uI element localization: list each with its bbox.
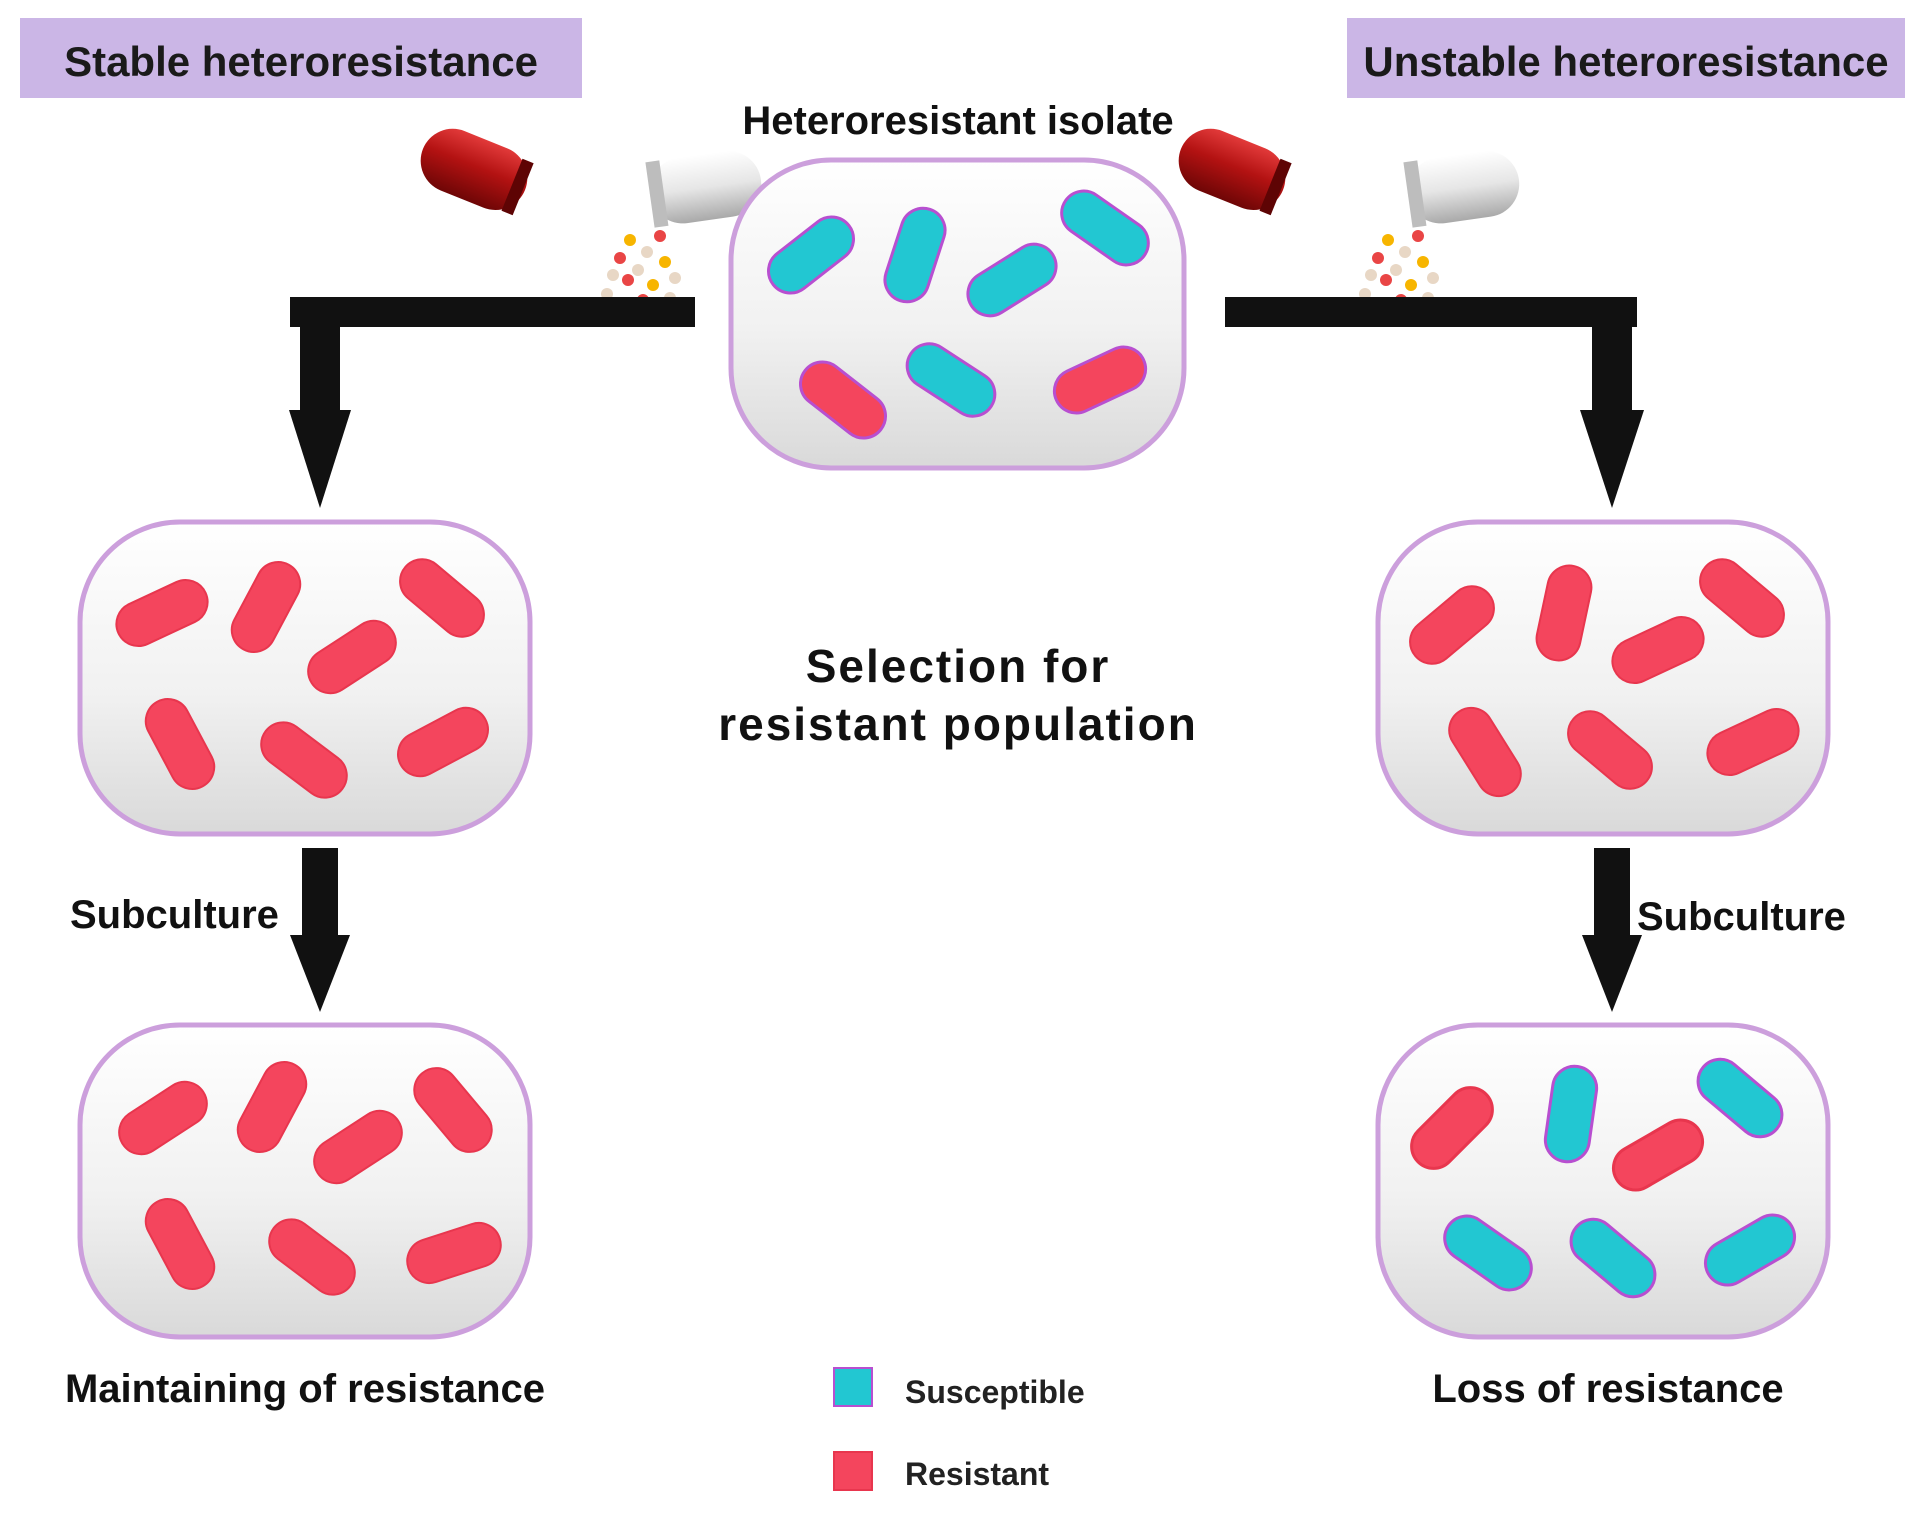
resistant-bacterium-icon <box>406 1221 502 1285</box>
resistant-bacterium-icon <box>144 698 216 790</box>
right-capsule-icon <box>1169 119 1524 317</box>
resistant-bacterium-icon <box>1699 558 1785 638</box>
resistant-bacterium-icon <box>1535 564 1593 662</box>
resistant-bacterium-icon <box>1052 345 1148 415</box>
susceptible-bacterium-icon <box>1060 189 1150 267</box>
stable-outcome-label: Maintaining of resistance <box>65 1367 545 1411</box>
stable-selected-bacteria <box>115 558 489 799</box>
unstable-header-box <box>1347 18 1905 98</box>
resistant-bacterium-icon <box>1409 585 1495 665</box>
susceptible-bacterium-icon <box>905 342 997 418</box>
selection-text-line2: resistant population <box>718 698 1198 750</box>
resistant-bacterium-icon <box>397 706 489 778</box>
left-subculture-arrow <box>290 848 350 1012</box>
resistant-bacterium-icon <box>1611 616 1705 684</box>
unstable-subculture-dish <box>1375 1022 1831 1340</box>
stable-header: Stable heteroresistance <box>64 38 538 85</box>
resistant-bacterium-icon <box>230 561 302 653</box>
resistant-bacterium-icon <box>1410 1086 1494 1170</box>
resistant-bacterium-icon <box>1611 1118 1705 1192</box>
isolate-title: Heteroresistant isolate <box>742 99 1173 143</box>
resistant-bacterium-icon <box>260 721 348 799</box>
left-branch-arrow <box>289 297 695 508</box>
unstable-subculture-bacteria <box>1410 1057 1797 1299</box>
right-subculture-label: Subculture <box>1637 895 1846 939</box>
right-subculture-arrow <box>1582 848 1642 1012</box>
resistant-bacterium-icon <box>236 1061 308 1153</box>
legend-resistant-label: Resistant <box>905 1456 1049 1492</box>
susceptible-bacterium-icon <box>1443 1214 1533 1292</box>
resistant-bacterium-icon <box>1706 708 1800 776</box>
resistant-bacterium-icon <box>144 1198 216 1290</box>
unstable-selected-dish <box>1375 519 1831 837</box>
resistant-bacterium-icon <box>399 558 485 638</box>
isolate-dish <box>728 157 1187 471</box>
right-branch-arrow <box>1225 297 1644 508</box>
resistant-bacterium-icon <box>1567 710 1653 790</box>
selection-text-line1: Selection for <box>806 640 1111 692</box>
resistant-bacterium-icon <box>115 579 209 647</box>
left-subculture-label: Subculture <box>70 893 279 937</box>
susceptible-bacterium-icon <box>1696 1057 1784 1139</box>
legend: Susceptible Resistant <box>833 1367 1085 1492</box>
unstable-selected-bacteria <box>1409 558 1800 798</box>
resistant-bacterium-icon <box>307 619 397 695</box>
resistant-bacterium-icon <box>268 1218 356 1296</box>
unstable-outcome-label: Loss of resistance <box>1432 1367 1783 1411</box>
susceptible-bacterium-icon <box>1703 1213 1797 1287</box>
left-capsule-icon <box>411 119 766 317</box>
stable-subculture-dish <box>77 1022 533 1340</box>
resistant-bacterium-icon <box>313 1109 403 1185</box>
susceptible-bacterium-icon <box>883 206 947 304</box>
resistant-bacterium-icon <box>118 1080 208 1156</box>
stable-subculture-bacteria <box>118 1061 502 1296</box>
legend-susceptible-label: Susceptible <box>905 1374 1085 1410</box>
susceptible-bacterium-icon <box>1543 1064 1599 1164</box>
resistant-bacterium-icon <box>799 360 887 440</box>
legend-resistant-swatch <box>833 1451 873 1491</box>
susceptible-bacterium-icon <box>966 242 1058 318</box>
legend-susceptible-swatch <box>833 1367 873 1407</box>
stable-header-box <box>20 18 582 98</box>
resistant-bacterium-icon <box>1448 706 1522 798</box>
unstable-header: Unstable heteroresistance <box>1363 38 1888 85</box>
isolate-bacteria <box>767 189 1150 440</box>
resistant-bacterium-icon <box>413 1067 493 1153</box>
susceptible-bacterium-icon <box>1569 1217 1657 1299</box>
